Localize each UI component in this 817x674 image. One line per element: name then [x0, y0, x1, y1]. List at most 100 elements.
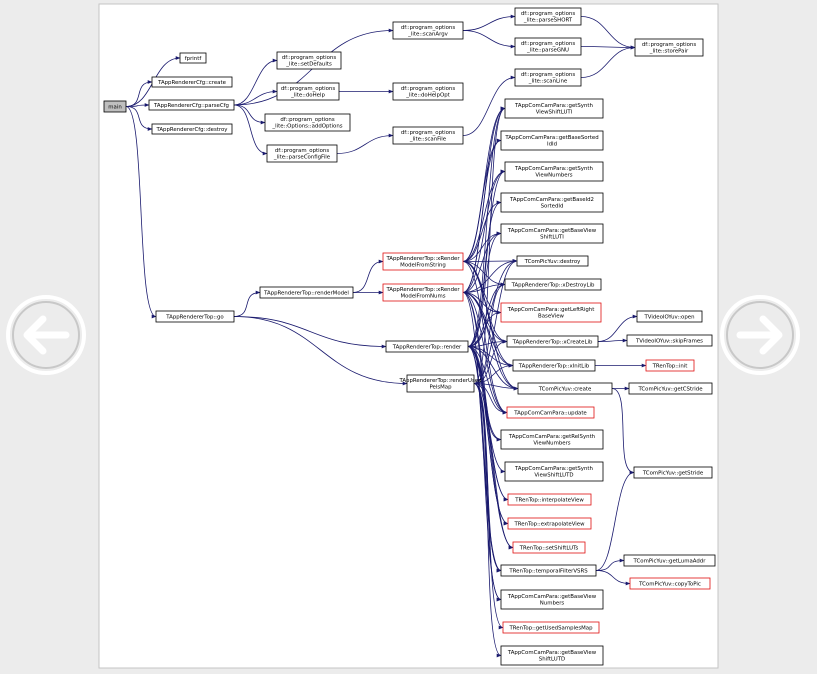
node-cfg-create[interactable]: TAppRendererCfg::create — [151, 76, 233, 88]
node-top-xinitlib[interactable]: TAppRendererTop::xInitLib — [512, 359, 596, 372]
node-box — [504, 161, 604, 182]
node-cfg-parse[interactable]: TAppRendererCfg::parseCfg — [148, 99, 235, 111]
node-box — [623, 554, 716, 567]
node-vio-open[interactable]: TVideoIOYuv::open — [636, 310, 703, 323]
node-label: ModelFromString — [400, 262, 446, 268]
node-po-dohelp[interactable]: df::program_options_lite::doHelp — [276, 82, 340, 101]
node-po-addoptions[interactable]: df::program_options_lite::Options::addOp… — [264, 113, 351, 132]
node-top-go[interactable]: TAppRendererTop::go — [155, 310, 235, 323]
node-label: TComPicYuv::getCStride — [637, 386, 703, 392]
node-label: df::program_options — [521, 72, 576, 78]
edge-top-renderused-to-top-xinitlib — [473, 363, 514, 384]
node-top-render[interactable]: TAppRendererTop::render — [385, 340, 469, 353]
node-pic-create[interactable]: TComPicYuv::create — [517, 382, 613, 395]
node-label: TAppRendererCfg::create — [157, 80, 227, 86]
arrow-left-icon — [23, 315, 70, 355]
edge-top-xrender-string-to-cam-baseviewshifti — [462, 231, 502, 262]
node-label: TRenTop::temporalFilterVSRS — [508, 568, 588, 574]
node-box — [514, 37, 582, 56]
node-po-dohelpopt[interactable]: df::program_options_lite::doHelpOpt — [392, 82, 464, 101]
node-fprintf[interactable]: fprintf — [179, 52, 207, 64]
node-po-scanline[interactable]: df::program_options_lite::scanLine — [514, 68, 582, 87]
edge-pic-create-to-pic-getstride — [611, 388, 635, 475]
node-label: _lite::storePair — [649, 48, 689, 54]
node-label: TAppRendererTop::renderModel — [263, 290, 349, 296]
node-box — [392, 82, 464, 101]
node-box — [382, 252, 464, 271]
node-ren-setshift[interactable]: TRenTop::setShiftLUTs — [512, 541, 586, 554]
node-pic-getstride[interactable]: TComPicYuv::getStride — [633, 466, 713, 479]
edge-top-render-to-cam-baseid2 — [467, 200, 502, 347]
node-box — [500, 589, 604, 610]
node-label: _lite::setDefaults — [285, 61, 332, 67]
edge-top-xrender-string-to-cam-baseid2 — [462, 200, 502, 262]
node-box — [506, 335, 599, 348]
node-pic-destroy[interactable]: TComPicYuv::destroy — [516, 255, 589, 267]
next-page-button[interactable] — [720, 295, 800, 375]
node-box — [500, 130, 604, 151]
node-box — [634, 38, 704, 57]
node-po-parseshort[interactable]: df::program_options_lite::parseSHORT — [514, 7, 582, 26]
node-po-parsegnu[interactable]: df::program_options_lite::parseGNU — [514, 37, 582, 56]
node-box — [266, 144, 338, 163]
node-label: TAppComCamPara::getSynth — [514, 103, 593, 109]
node-layer: main fprintfTAppRendererCfg::createTAppRe… — [103, 7, 716, 666]
node-ren-temporal[interactable]: TRenTop::temporalFilterVSRS — [500, 564, 597, 577]
node-label: df::program_options — [521, 41, 576, 47]
edge-po-scanline-to-po-storepair — [580, 45, 636, 78]
node-label: BaseView — [538, 313, 565, 319]
node-box — [259, 286, 354, 299]
node-top-rendermodel[interactable]: TAppRendererTop::renderModel — [259, 286, 354, 299]
edge-top-renderused-to-ren-setshift — [473, 383, 514, 550]
node-box — [516, 255, 589, 267]
node-box — [406, 374, 475, 393]
node-top-xcreatelib[interactable]: TAppRendererTop::xCreateLib — [506, 335, 599, 348]
edge-cfg-parse-to-po-setdefaults — [233, 58, 278, 106]
node-box — [626, 334, 713, 347]
node-po-scanargv[interactable]: df::program_options_lite::scanArgv — [392, 21, 464, 40]
node-vio-skip[interactable]: TVideoIOYuv::skipFrames — [626, 334, 713, 347]
node-po-scanfile[interactable]: df::program_options_lite::scanFile — [392, 126, 464, 145]
node-box — [148, 99, 235, 111]
node-cfg-destroy[interactable]: TAppRendererCfg::destroy — [151, 123, 233, 135]
node-box — [633, 466, 713, 479]
node-label: ViewNumbers — [535, 172, 572, 178]
node-ren-interpolate[interactable]: TRenTop::interpolateView — [507, 493, 592, 506]
node-ren-usedsamples[interactable]: TRenTop::getUsedSamplesMap — [502, 621, 600, 634]
edge-top-xrender-string-to-top-xdestroylib — [462, 261, 506, 287]
node-pic-copytopic[interactable]: TComPicYuv::copyToPic — [629, 577, 711, 590]
node-po-parseconfig[interactable]: df::program_options_lite::parseConfigFil… — [266, 144, 338, 163]
node-box — [504, 278, 602, 291]
node-ren-extrapolate[interactable]: TRenTop::extrapolateView — [507, 517, 592, 530]
node-pic-getluma[interactable]: TComPicYuv::getLumaAddr — [623, 554, 716, 567]
node-box — [645, 359, 695, 372]
node-po-storepair[interactable]: df::program_options_lite::storePair — [634, 38, 704, 57]
node-label: TAppComCamPara::update — [513, 410, 587, 416]
node-ren-init[interactable]: TRenTop::init — [645, 359, 695, 372]
node-top-xdestroylib[interactable]: TAppRendererTop::xDestroyLib — [504, 278, 602, 291]
prev-page-button[interactable] — [6, 295, 86, 375]
node-label: main — [108, 104, 121, 110]
node-po-setdefaults[interactable]: df::program_options_lite::setDefaults — [276, 51, 342, 70]
node-pic-getcstride[interactable]: TComPicYuv::getCStride — [628, 382, 713, 395]
edge-top-renderused-to-cam-synthshift — [473, 106, 506, 384]
node-box — [500, 192, 604, 213]
node-label: TRenTop::extrapolateView — [513, 521, 585, 527]
node-main[interactable]: main — [103, 100, 127, 113]
edge-top-render-to-ren-extrapolate — [467, 346, 509, 526]
node-box — [500, 429, 604, 450]
node-cam-update[interactable]: TAppComCamPara::update — [506, 406, 595, 419]
